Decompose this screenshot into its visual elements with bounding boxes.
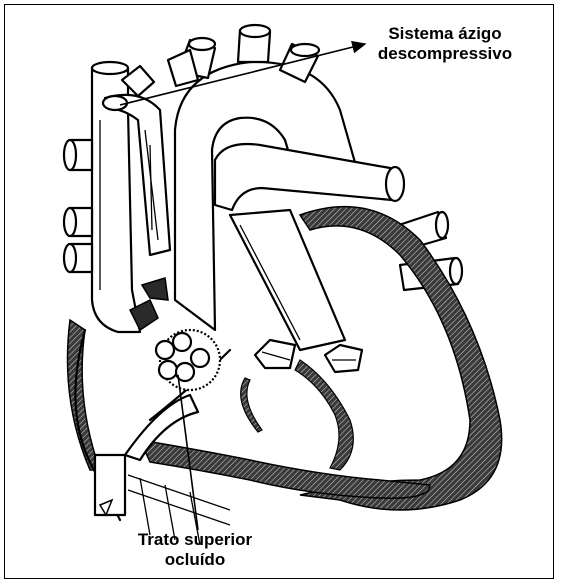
azygos-label: Sistema ázigo descompressivo <box>360 24 530 64</box>
azygos-label-line1: Sistema ázigo <box>360 24 530 44</box>
left-pulmonary-veins <box>64 140 92 272</box>
superior-tract-label-line1: Trato superior <box>110 530 280 550</box>
superior-tract-label-line2: ocluído <box>110 550 280 570</box>
azygos-label-line2: descompressivo <box>360 44 530 64</box>
occluded-superior-tract <box>156 330 220 390</box>
pulmonary-artery <box>215 144 404 350</box>
superior-tract-label: Trato superior ocluído <box>110 530 280 570</box>
occlusion-mark-upper <box>142 278 168 300</box>
